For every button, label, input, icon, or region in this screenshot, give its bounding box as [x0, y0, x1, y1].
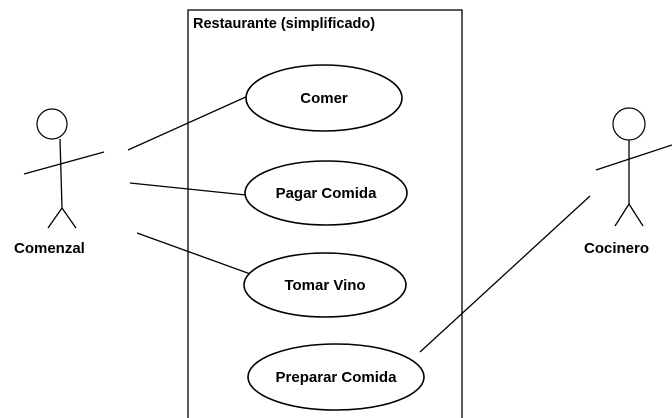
system-boundary-box [187, 9, 463, 418]
association-cocinero-preparar-comida [419, 195, 591, 353]
use-case-comer-ellipse [245, 64, 403, 132]
actor-cocinero-left-leg [614, 203, 630, 227]
association-comenzal-tomar-vino [136, 232, 257, 277]
actor-comenzal-label: Comenzal [14, 240, 85, 257]
use-case-preparar-comida-label: Preparar Comida [276, 369, 398, 386]
association-comenzal-pagar-comida [129, 182, 247, 196]
actor-comenzal-head [36, 108, 68, 140]
actor-comenzal-left-leg [47, 207, 63, 229]
use-case-tomar-vino-label: Tomar Vino [284, 277, 365, 294]
use-case-pagar-comida-label: Pagar Comida [276, 185, 378, 202]
use-case-comer-label: Comer [300, 90, 348, 107]
actor-comenzal-arms [23, 151, 105, 175]
system-title: Restaurante (simplificado) [193, 16, 375, 32]
associations [127, 95, 591, 353]
association-comenzal-comer [127, 95, 249, 151]
actor-comenzal-right-leg [61, 207, 77, 229]
actor-cocinero-arms [595, 144, 672, 171]
use-case-preparar-comida: Preparar Comida [247, 343, 425, 411]
system-boundary: Restaurante (simplificado) [187, 9, 463, 418]
actor-cocinero-right-leg [628, 203, 644, 227]
actor-cocinero: Cocinero [584, 107, 672, 257]
actor-cocinero-label: Cocinero [584, 240, 649, 257]
actor-cocinero-head [612, 107, 646, 141]
use-case-preparar-comida-ellipse [247, 343, 425, 411]
use-case-pagar-comida-ellipse [244, 160, 408, 226]
use-case-tomar-vino: Tomar Vino [243, 252, 407, 318]
actor-comenzal-body [59, 138, 63, 209]
use-case-pagar-comida: Pagar Comida [244, 160, 408, 226]
actor-comenzal: Comenzal [14, 108, 105, 257]
use-case-tomar-vino-ellipse [243, 252, 407, 318]
use-case-comer: Comer [245, 64, 403, 132]
